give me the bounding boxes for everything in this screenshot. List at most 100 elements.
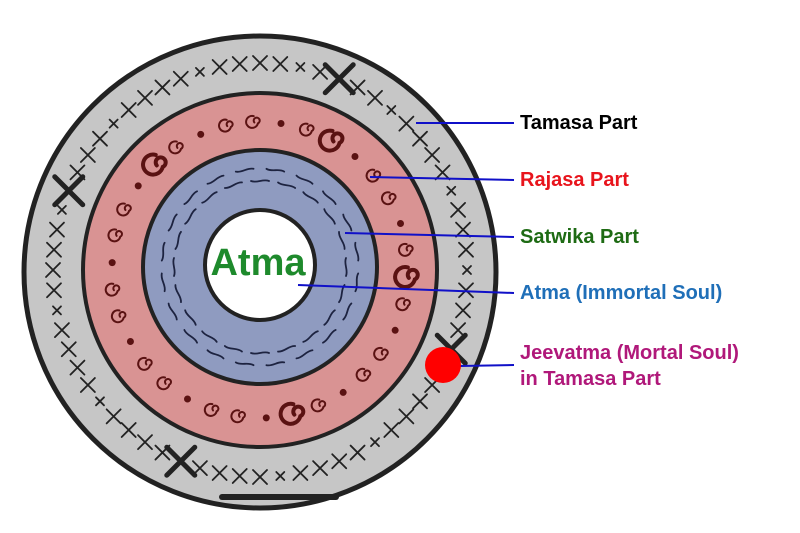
wave-mark <box>184 208 197 225</box>
rajasa-spiral-marks <box>104 114 420 426</box>
wave-mark <box>265 167 286 173</box>
rajasa-part-label: Rajasa Part <box>520 169 629 191</box>
dot-mark <box>397 220 405 228</box>
dot-mark <box>126 338 134 346</box>
cross-mark <box>312 460 328 476</box>
wave-mark <box>323 208 336 225</box>
cross-mark <box>412 393 428 410</box>
wave-mark <box>174 230 182 250</box>
wave-mark <box>302 330 319 343</box>
rajasa-leader-line <box>369 176 515 181</box>
wave-mark <box>342 302 353 321</box>
spiral-mark <box>107 228 123 243</box>
cross-mark <box>455 221 471 238</box>
wave-mark <box>265 361 286 367</box>
spiral-mark <box>156 376 172 391</box>
cross-mark <box>79 147 96 163</box>
spiral-mark <box>137 356 153 371</box>
tamasa-part-label: Tamasa Part <box>520 112 638 134</box>
cross-mark <box>108 118 119 129</box>
cross-mark <box>349 444 366 461</box>
cross-mark <box>79 377 96 393</box>
cross-mark <box>252 469 268 485</box>
cross-mark <box>172 70 189 87</box>
cross-mark <box>211 465 228 481</box>
wave-mark <box>206 349 225 360</box>
cross-mark <box>45 262 61 278</box>
satwika-part-label: Satwika Part <box>520 226 639 248</box>
wave-mark <box>354 272 360 293</box>
wave-mark <box>338 230 346 250</box>
wave-mark <box>160 241 166 262</box>
cross-mark <box>69 164 86 181</box>
cross-mark <box>46 241 62 258</box>
wave-mark <box>167 213 178 232</box>
cross-mark <box>52 174 86 208</box>
cross-mark <box>272 56 289 72</box>
cross-mark <box>462 265 472 275</box>
wave-mark <box>223 345 243 353</box>
wave-mark <box>201 330 218 343</box>
wave-mark <box>160 272 166 293</box>
wave-mark <box>201 191 218 204</box>
spiral-mark <box>116 202 132 217</box>
cross-mark <box>54 322 70 338</box>
cross-mark <box>92 130 108 147</box>
spiral-mark <box>317 128 345 153</box>
wave-mark <box>174 284 182 304</box>
wave-mark <box>344 257 348 277</box>
wave-mark <box>295 174 314 185</box>
spiral-mark <box>245 114 261 129</box>
spiral-mark <box>110 309 127 324</box>
cross-mark <box>292 465 309 481</box>
dot-mark <box>391 326 399 334</box>
wave-mark <box>250 179 270 183</box>
dot-mark <box>134 182 142 190</box>
dot-mark <box>277 119 285 127</box>
cross-mark <box>105 408 122 425</box>
wave-mark <box>206 174 225 185</box>
wave-mark <box>184 309 197 326</box>
dot-mark <box>183 395 191 403</box>
wave-mark <box>342 213 353 232</box>
cross-mark <box>69 359 86 376</box>
spiral-mark <box>141 152 168 177</box>
wave-mark <box>354 241 360 262</box>
cross-mark <box>120 102 137 118</box>
wave-mark <box>223 181 243 189</box>
dot-mark <box>351 152 359 160</box>
cross-mark <box>52 305 62 316</box>
dot-mark <box>262 414 270 422</box>
wave-mark <box>302 191 319 204</box>
wave-mark <box>234 361 255 367</box>
spiral-mark <box>398 242 414 257</box>
cross-mark <box>120 422 137 438</box>
cross-mark <box>60 341 77 358</box>
cross-mark <box>331 453 348 470</box>
wave-mark <box>322 329 337 344</box>
wave-mark <box>172 257 176 277</box>
cross-mark <box>450 202 466 218</box>
wave-mark <box>183 329 198 344</box>
cross-mark <box>137 89 153 106</box>
spiral-mark <box>381 191 397 206</box>
atma-core <box>203 208 317 322</box>
jeevatma-location-label: in Tamasa Part <box>520 368 661 390</box>
spiral-mark <box>395 297 411 312</box>
satwika-wave-marks <box>160 167 360 367</box>
cross-mark <box>137 434 153 451</box>
jeevatma-dot <box>425 347 461 383</box>
wave-mark <box>277 181 297 189</box>
cross-mark <box>154 444 171 461</box>
wave-mark <box>323 309 336 326</box>
spiral-mark <box>310 398 327 413</box>
cross-mark <box>367 89 383 106</box>
spiral-mark <box>355 367 372 382</box>
spiral-mark <box>299 122 315 137</box>
wave-mark <box>322 190 337 205</box>
cross-mark <box>295 62 306 72</box>
cross-mark <box>398 115 415 132</box>
spiral-mark <box>278 401 306 426</box>
wave-mark <box>295 349 314 360</box>
cross-mark <box>434 164 451 181</box>
